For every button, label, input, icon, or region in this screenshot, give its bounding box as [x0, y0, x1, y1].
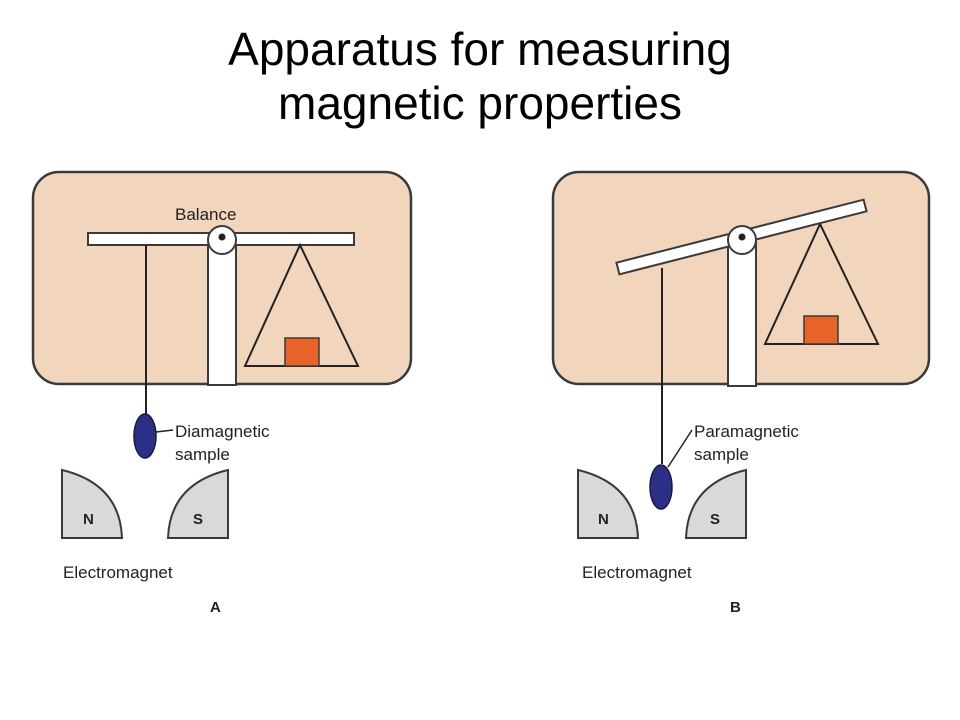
south-pole-a [166, 468, 229, 539]
balance-label: Balance [175, 205, 236, 224]
north-pole-label-b: N [598, 511, 609, 528]
paramagnetic-label-line-2: sample [694, 445, 749, 464]
sample-leader-b [667, 429, 693, 468]
diamagnetic-label-line-1: Diamagnetic [175, 422, 270, 441]
balance-post-a [207, 239, 237, 386]
balance-post-b [727, 239, 757, 387]
counter-weight-b [803, 315, 839, 345]
pivot-pin-a [218, 233, 226, 241]
panel-a: Balance Diamagnetic sample N S Electroma… [31, 170, 413, 616]
diamagnetic-label-line-2: sample [175, 445, 230, 464]
south-pole-label-a: S [193, 511, 203, 528]
diamagnetic-sample [133, 413, 157, 459]
paramagnetic-label-line-1: Paramagnetic [694, 422, 799, 441]
panel-letter-b: B [730, 599, 741, 616]
electromagnet-label-a: Electromagnet [63, 563, 173, 582]
south-pole-b [684, 468, 747, 539]
pivot-pin-b [738, 233, 746, 241]
panel-letter-a: A [210, 599, 221, 616]
north-pole-a [61, 468, 124, 539]
paramagnetic-sample [649, 464, 673, 510]
panel-b: Paramagnetic sample N S Electromagnet B [551, 170, 931, 616]
slide-title: Apparatus for measuring magnetic propert… [0, 22, 960, 130]
north-pole-b [577, 468, 640, 539]
slide-title-line-1: Apparatus for measuring [228, 23, 732, 75]
electromagnet-label-b: Electromagnet [582, 563, 692, 582]
sample-leader-a [155, 429, 174, 433]
north-pole-label-a: N [83, 511, 94, 528]
counter-weight-a [284, 337, 320, 367]
slide-title-line-2: magnetic properties [278, 77, 682, 129]
south-pole-label-b: S [710, 511, 720, 528]
